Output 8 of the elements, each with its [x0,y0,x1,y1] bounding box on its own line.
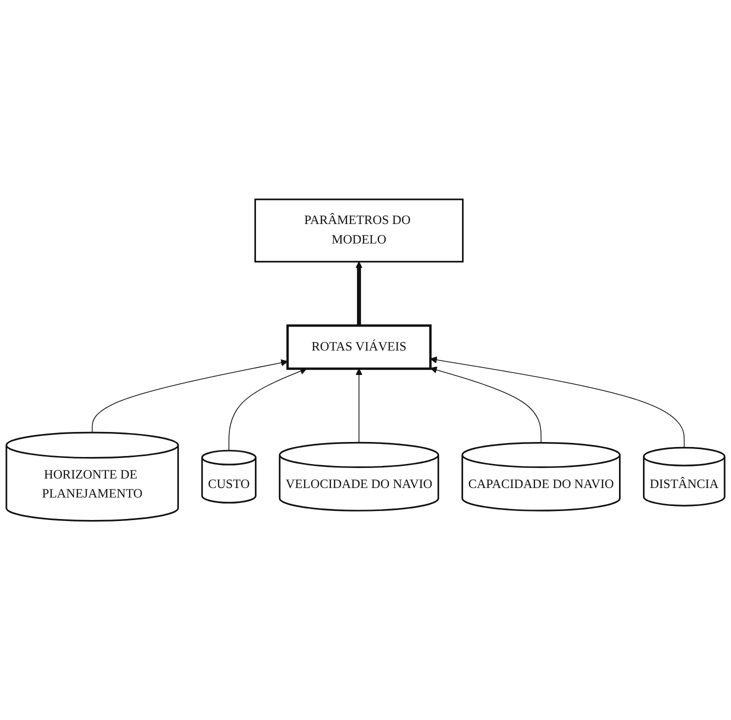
arrow [355,261,362,326]
arrow [355,368,362,444]
arrow [430,356,685,448]
arrow [228,368,307,451]
node-box: ROTAS VIÁVEIS [286,324,432,370]
node-box: PARÂMETROS DO MODELO [254,198,464,262]
arrow [92,359,288,433]
arrow [430,366,542,444]
